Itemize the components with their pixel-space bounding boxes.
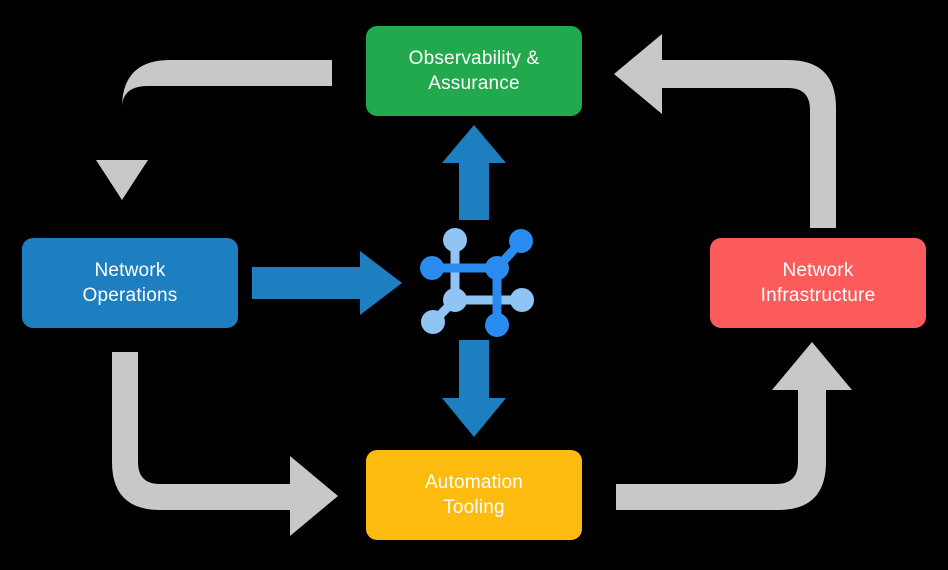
node-observability-assurance[interactable]: Observability & Assurance <box>366 26 582 116</box>
node-automation-tooling[interactable]: Automation Tooling <box>366 450 582 540</box>
node-network-infrastructure[interactable]: Network Infrastructure <box>710 238 926 328</box>
node-observability-label-line2: Assurance <box>428 73 520 94</box>
connector-automation-to-infrastructure <box>616 342 852 510</box>
node-operations-label-line2: Operations <box>82 285 178 306</box>
node-automation-label-line1: Automation <box>424 471 524 493</box>
node-operations-label-line1: Network <box>94 259 166 281</box>
node-infrastructure-label-line2: Infrastructure <box>760 285 876 306</box>
network-topology-icon <box>420 228 534 337</box>
node-automation-label-line2: Tooling <box>443 497 505 518</box>
node-infrastructure-label-line1: Network <box>782 259 854 281</box>
node-network-operations[interactable]: Network Operations <box>22 238 238 328</box>
connector-center-to-observability <box>442 125 506 220</box>
connector-infrastructure-to-observability <box>614 34 836 228</box>
connector-operations-to-center <box>252 251 402 315</box>
connector-operations-to-observability <box>96 60 332 200</box>
node-observability-label-line1: Observability & <box>408 47 540 69</box>
connector-operations-to-automation <box>112 352 338 536</box>
connector-center-to-automation <box>442 340 506 437</box>
